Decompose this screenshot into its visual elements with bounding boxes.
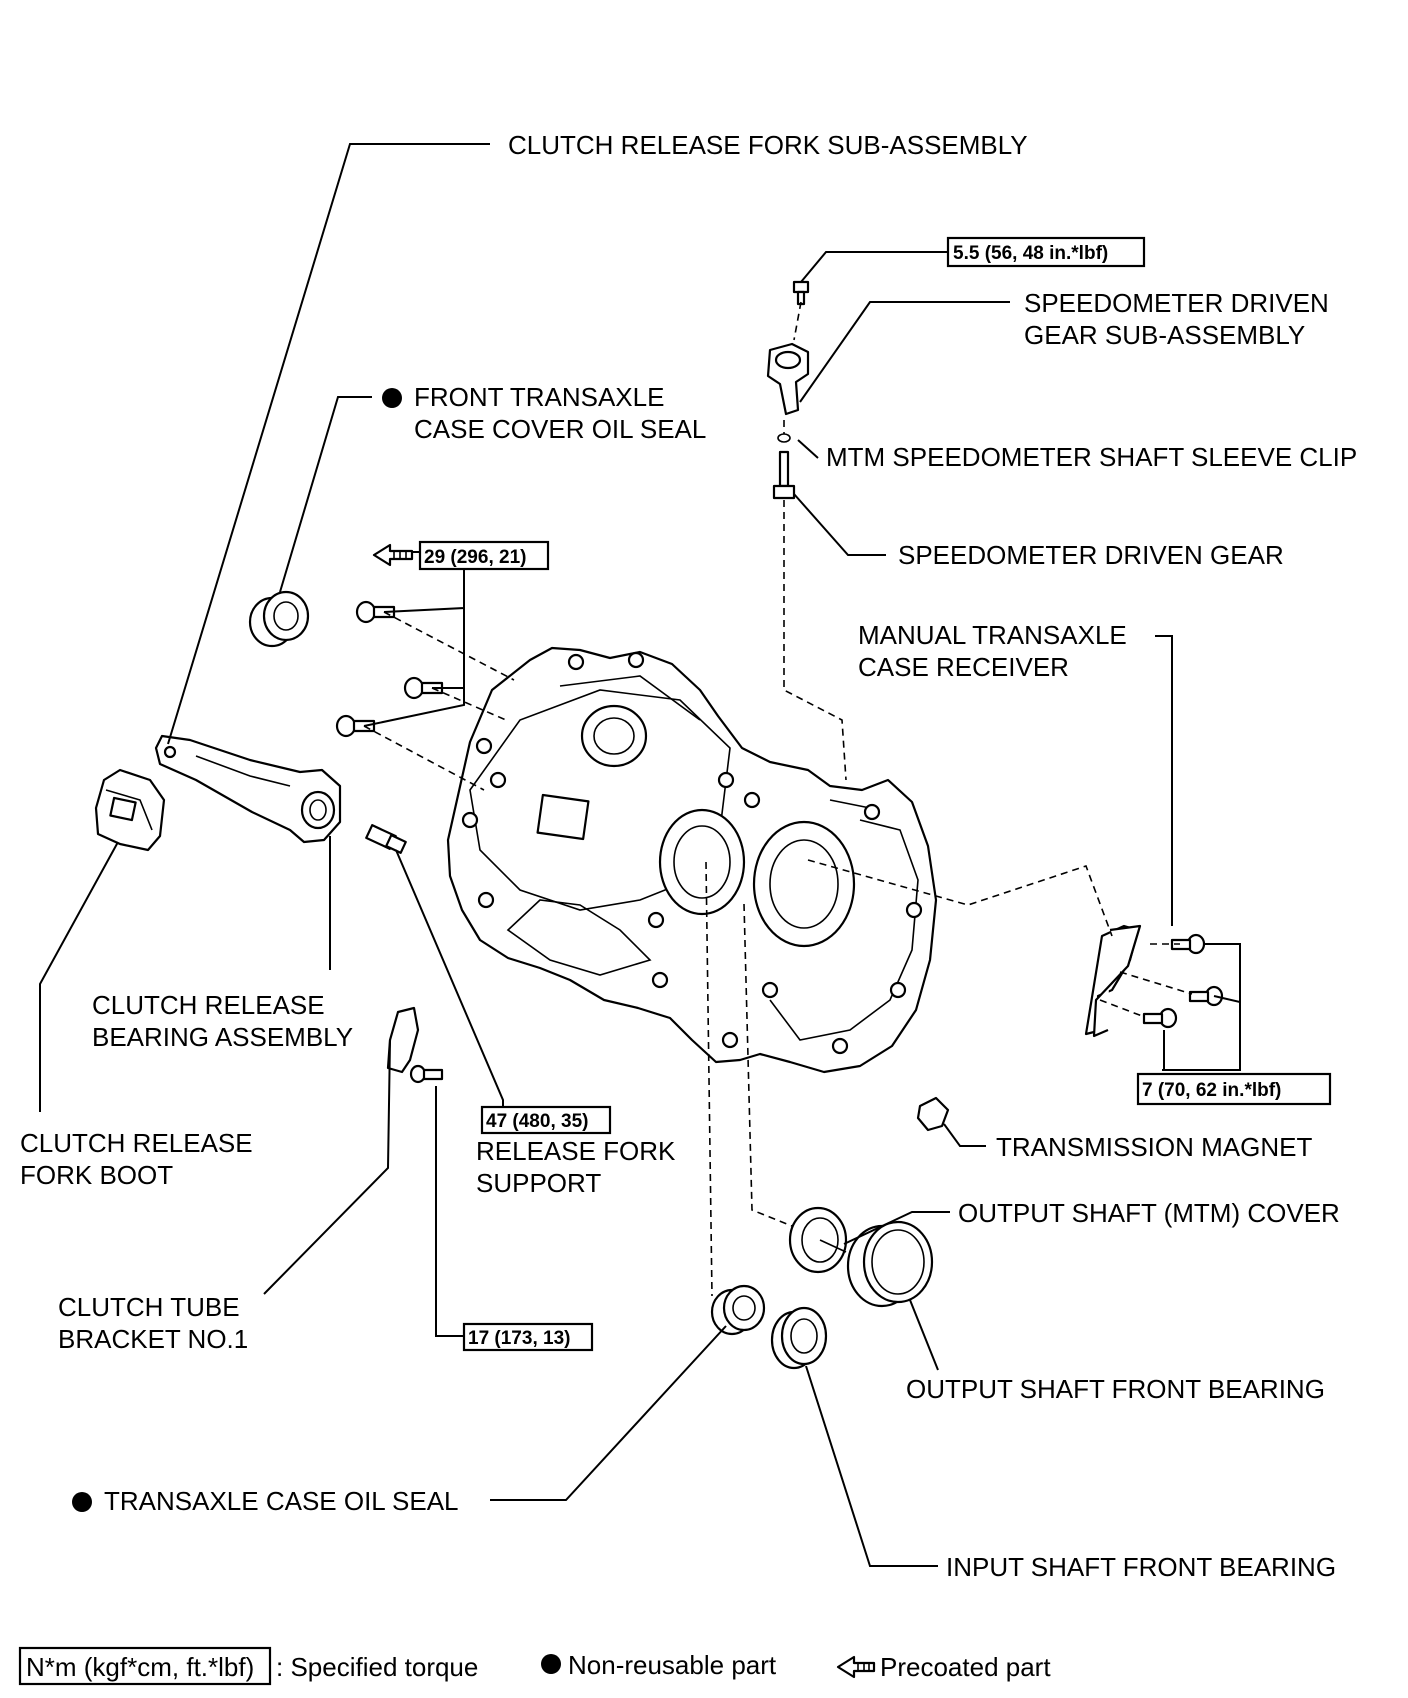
label-clutch-release-fork-sub-assembly: CLUTCH RELEASE FORK SUB-ASSEMBLY [508,130,1028,160]
precoated-arrow-icon [372,543,414,567]
part-labels: CLUTCH RELEASE FORK SUB-ASSEMBLY SPEEDOM… [20,130,1357,1582]
torque-speedometer-bolt: 5.5 (56, 48 in.*lbf) [953,243,1108,264]
label-speedometer-driven-gear-sub-assembly-line2: GEAR SUB-ASSEMBLY [1024,320,1305,350]
label-input-shaft-front-bearing: INPUT SHAFT FRONT BEARING [946,1552,1336,1582]
legend: N*m (kgf*cm, ft.*lbf) : Specified torque… [18,1646,1051,1686]
torque-receiver-bolts: 7 (70, 62 in.*lbf) [1142,1080,1281,1101]
label-manual-transaxle-case-receiver-line1: MANUAL TRANSAXLE [858,620,1127,650]
torque-clutch-tube-bracket-bolt: 17 (173, 13) [468,1328,570,1349]
case-receiver [1084,924,1224,1038]
transaxle-case [446,646,938,1074]
output-shaft-front-bearing [846,1220,934,1308]
label-output-shaft-mtm-cover: OUTPUT SHAFT (MTM) COVER [958,1198,1340,1228]
clutch-release-fork [154,734,342,844]
label-transaxle-case-oil-seal: TRANSAXLE CASE OIL SEAL [104,1486,459,1516]
label-front-transaxle-case-cover-oil-seal-line2: CASE COVER OIL SEAL [414,414,706,444]
label-release-fork-support-line2: SUPPORT [476,1168,601,1198]
clutch-tube-bracket [386,1006,444,1084]
label-speedometer-driven-gear: SPEEDOMETER DRIVEN GEAR [898,540,1284,570]
non-reusable-dot-case-seal [72,1492,92,1512]
label-transmission-magnet: TRANSMISSION MAGNET [996,1132,1312,1162]
label-clutch-release-fork-boot-line1: CLUTCH RELEASE [20,1128,253,1158]
case-bolts [335,600,444,738]
torque-specs: 5.5 (56, 48 in.*lbf) 29 (296, 21) 7 (70,… [372,236,1332,1352]
non-reusable-markers [72,388,402,1512]
label-mtm-speedometer-shaft-sleeve-clip: MTM SPEEDOMETER SHAFT SLEEVE CLIP [826,442,1357,472]
label-front-transaxle-case-cover-oil-seal-line1: FRONT TRANSAXLE [414,382,664,412]
front-case-cover-oil-seal [248,590,310,648]
legend-torque-box: N*m (kgf*cm, ft.*lbf) [26,1652,254,1682]
speedometer-parts [766,280,810,500]
legend-precoated-arrow-icon [836,1655,876,1679]
legend-non-reusable-dot [541,1654,561,1674]
clutch-release-fork-boot [94,768,166,852]
legend-non-reusable: Non-reusable part [568,1650,777,1680]
label-clutch-release-bearing-assembly-line2: BEARING ASSEMBLY [92,1022,353,1052]
transmission-magnet [916,1096,950,1132]
release-fork-support [365,824,407,854]
torque-release-fork-support: 47 (480, 35) [486,1111,588,1132]
input-shaft-front-bearing [770,1306,828,1370]
assembly-lines [363,301,1193,1297]
label-manual-transaxle-case-receiver-line2: CASE RECEIVER [858,652,1069,682]
legend-torque-desc: : Specified torque [276,1652,478,1682]
label-clutch-release-fork-boot-line2: FORK BOOT [20,1160,173,1190]
legend-precoated: Precoated part [880,1652,1051,1682]
label-speedometer-driven-gear-sub-assembly-line1: SPEEDOMETER DRIVEN [1024,288,1329,318]
case-bolt-bosses [461,651,923,1055]
label-clutch-release-bearing-assembly-line1: CLUTCH RELEASE [92,990,325,1020]
transaxle-case-oil-seal [710,1284,766,1336]
label-clutch-tube-bracket-no1-line1: CLUTCH TUBE [58,1292,240,1322]
output-shaft-cover [788,1206,848,1274]
torque-case-bolts: 29 (296, 21) [424,547,526,568]
label-clutch-tube-bracket-no1-line2: BRACKET NO.1 [58,1324,248,1354]
label-release-fork-support-line1: RELEASE FORK [476,1136,676,1166]
non-reusable-dot-front-seal [382,388,402,408]
label-output-shaft-front-bearing: OUTPUT SHAFT FRONT BEARING [906,1374,1325,1404]
